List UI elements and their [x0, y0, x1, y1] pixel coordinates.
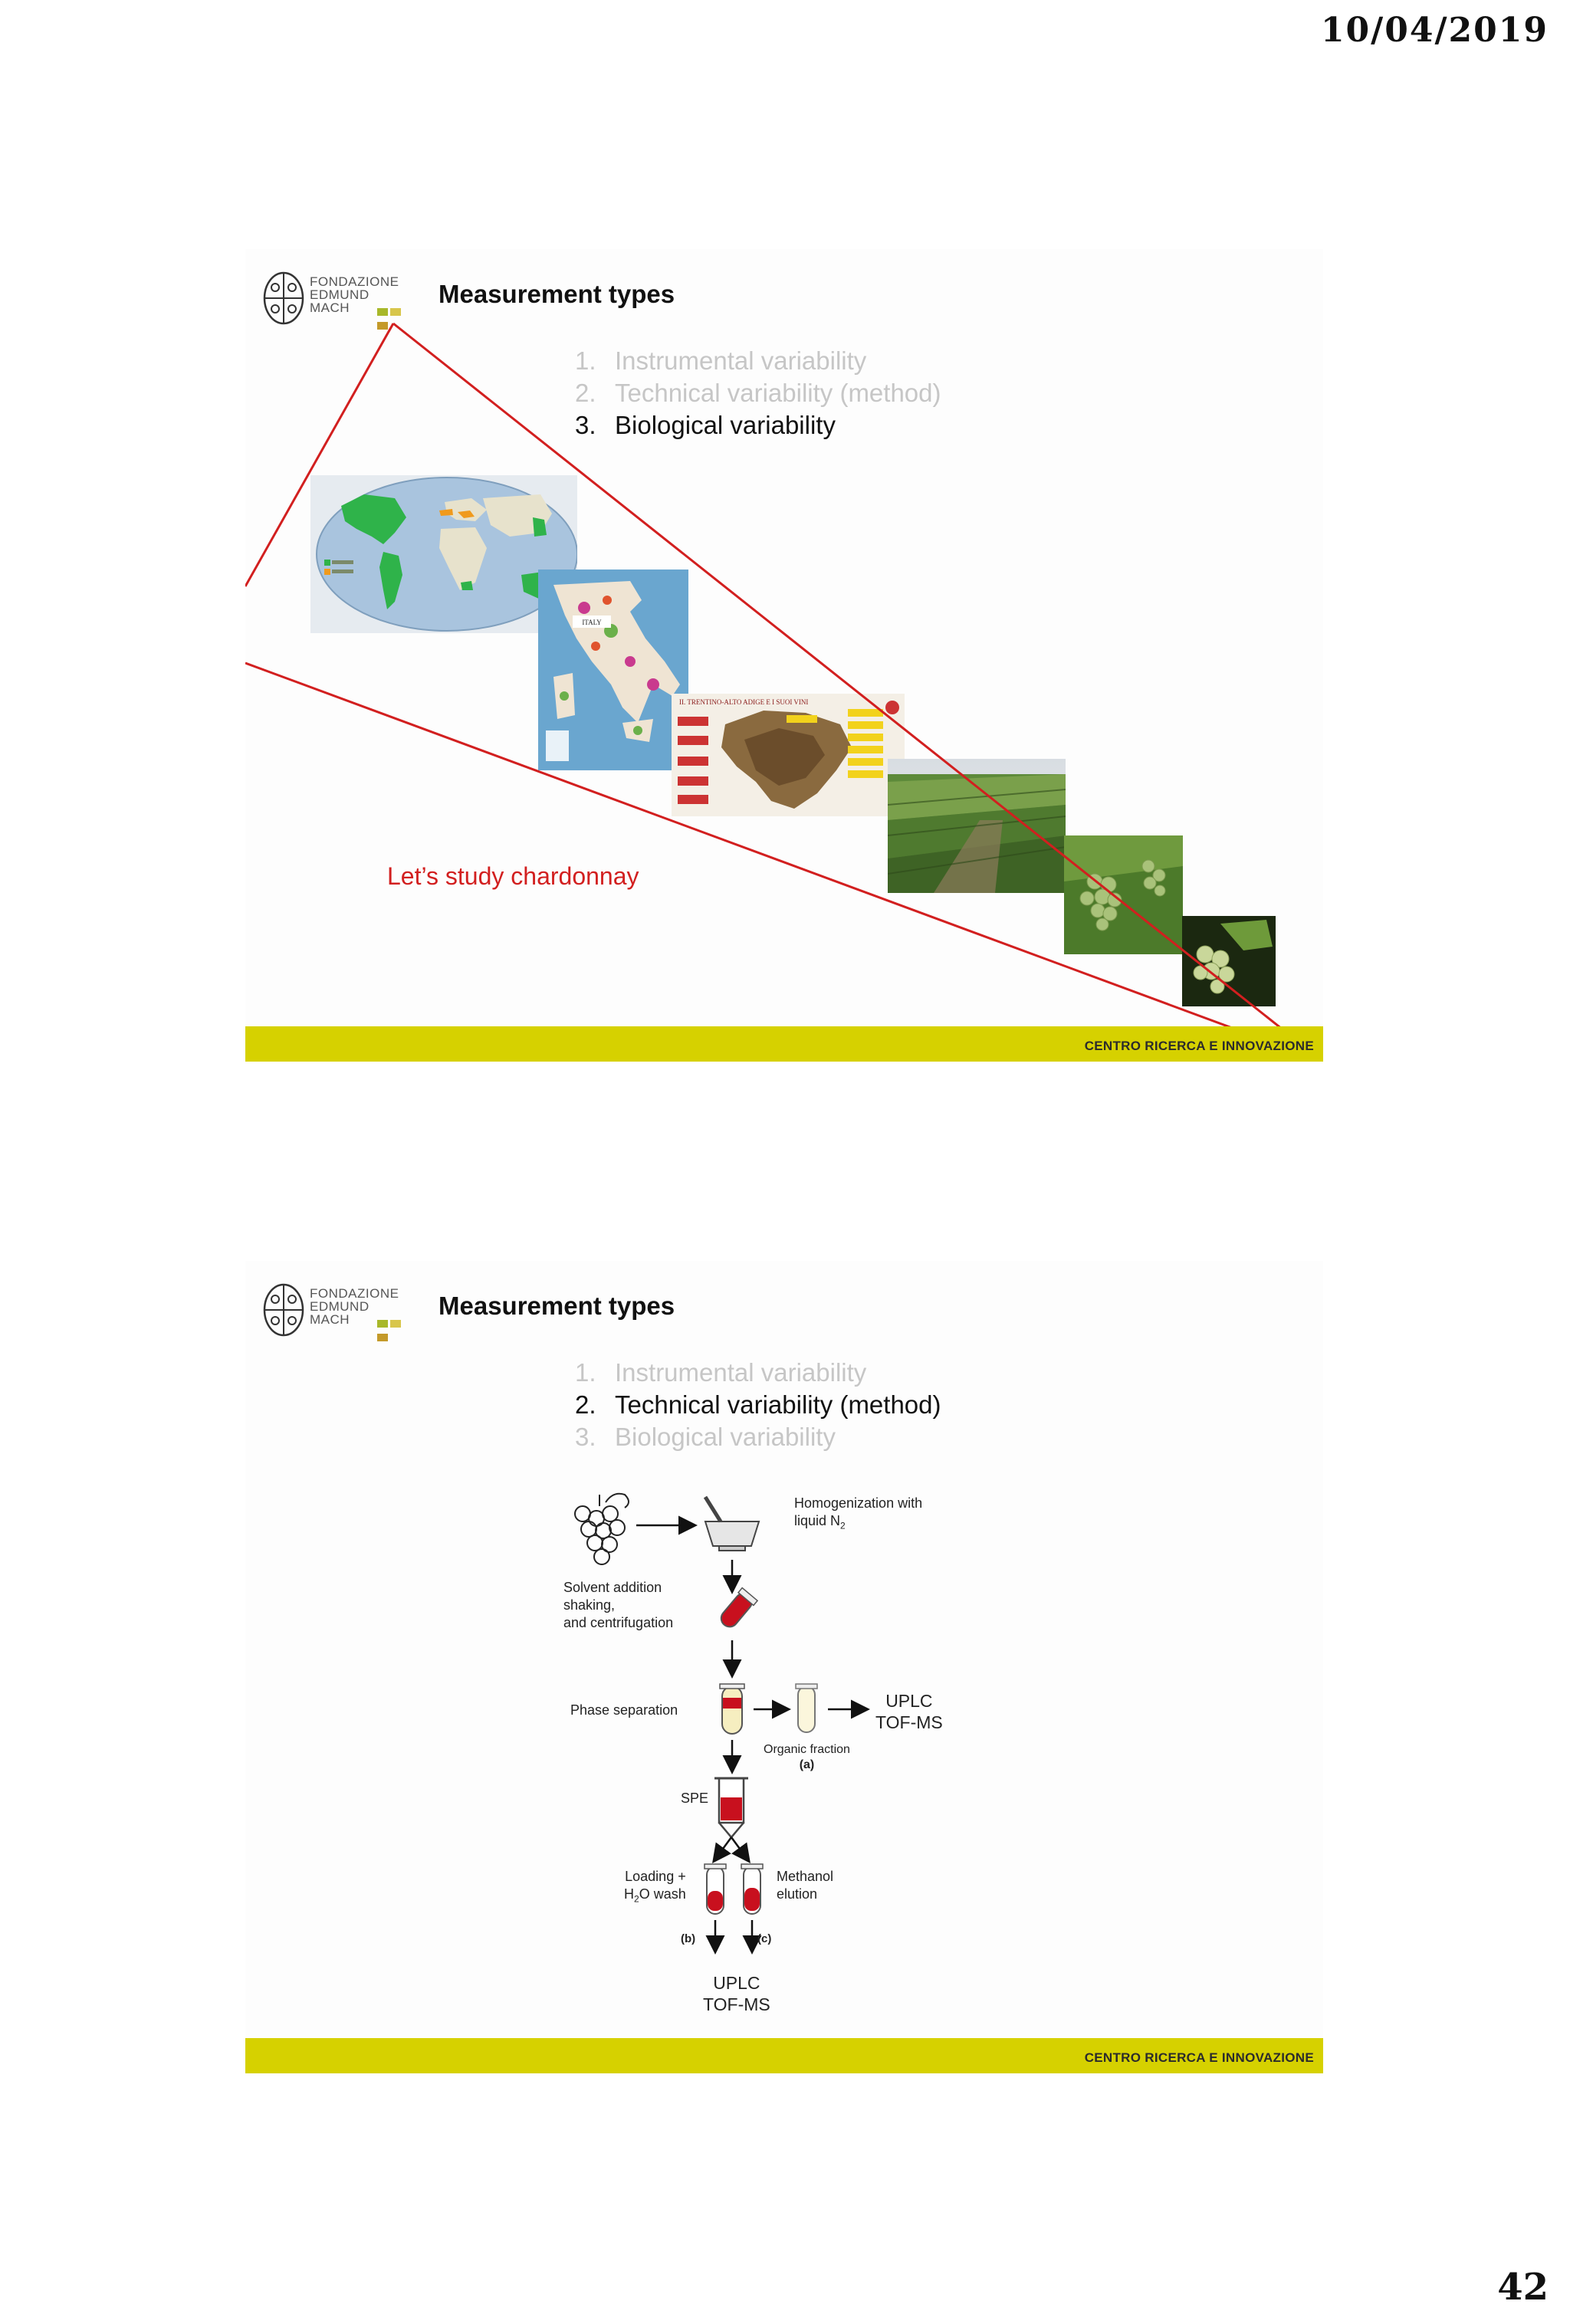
- slide-title: Measurement types: [438, 1292, 675, 1320]
- italy-wine-map-image: ITALY: [538, 570, 688, 770]
- label-b: (b): [681, 1932, 696, 1945]
- loading-wash-label: Loading + H2O wash: [624, 1869, 686, 1905]
- footer-text: CENTRO RICERCA E INNOVAZIONE: [1084, 2050, 1314, 2065]
- list-item: 1.Instrumental variability: [575, 346, 867, 375]
- footer-text: CENTRO RICERCA E INNOVAZIONE: [1084, 1039, 1314, 1053]
- uplc-tofms-label-bc: UPLC TOF-MS: [703, 1973, 770, 2014]
- italy-map-title: ITALY: [582, 619, 602, 626]
- logo-line-3: MACH: [310, 1312, 350, 1327]
- trentino-wine-map-image: II. TRENTINO-ALTO ADIGE E I SUOI VINI: [672, 694, 905, 816]
- list-item: 1.Instrumental variability: [575, 1358, 867, 1387]
- homogenization-label: Homogenization with liquid N2: [794, 1495, 923, 1531]
- measurement-list: 1.Instrumental variability 2.Technical v…: [575, 345, 941, 441]
- loading-tube-icon: [704, 1863, 727, 1915]
- organic-fraction-label: Organic fraction (a): [764, 1743, 850, 1771]
- organic-fraction-tube-icon: [795, 1683, 818, 1733]
- logo-line-2: EDMUND: [310, 287, 370, 302]
- uplc-tofms-label-a: UPLC TOF-MS: [875, 1691, 943, 1732]
- trentino-map-title: II. TRENTINO-ALTO ADIGE E I SUOI VINI: [679, 698, 808, 706]
- logo-line-2: EDMUND: [310, 1299, 370, 1314]
- list-item: 2.Technical variability (method): [575, 1390, 941, 1419]
- solvent-addition-label: Solvent addition shaking, and centrifuga…: [563, 1580, 674, 1630]
- footer-bar: CENTRO RICERCA E INNOVAZIONE: [245, 2038, 1323, 2073]
- slide-biological-variability: FONDAZIONE EDMUND MACH Measurement types…: [245, 249, 1323, 1062]
- centrifuge-tube-icon: [720, 1587, 759, 1628]
- fem-logo: FONDAZIONE EDMUND MACH: [262, 271, 415, 330]
- list-item: 2.Technical variability (method): [575, 379, 941, 407]
- phase-tube-icon: [719, 1683, 745, 1735]
- fem-seal-icon: [263, 1283, 304, 1337]
- measurement-list: 1.Instrumental variability 2.Technical v…: [575, 1357, 941, 1453]
- mortar-pestle-icon: [703, 1495, 760, 1551]
- slide-title: Measurement types: [438, 280, 675, 308]
- methanol-tube-icon: [741, 1863, 764, 1915]
- fem-seal-icon: [263, 271, 304, 325]
- methanol-elution-label: Methanol elution: [777, 1869, 834, 1902]
- vineyard-image: [888, 759, 1066, 893]
- slide-technical-variability: FONDAZIONE EDMUND MACH Measurement types…: [245, 1261, 1323, 2073]
- list-item: 3.Biological variability: [575, 1423, 836, 1451]
- funnel-annotation-lines: [245, 322, 1323, 1062]
- logo-line-3: MACH: [310, 300, 350, 315]
- grape-bunch-icon: [574, 1492, 629, 1565]
- page-number: 42: [1497, 2266, 1549, 2309]
- phase-separation-label: Phase separation: [570, 1702, 678, 1718]
- spe-cartridge-icon: [714, 1777, 748, 1839]
- logo-line-1: FONDAZIONE: [310, 274, 399, 289]
- logo-color-squares: [377, 1318, 415, 1345]
- label-c: (c): [757, 1932, 772, 1945]
- page-date: 10/04/2019: [1320, 11, 1549, 50]
- extraction-workflow-diagram: [574, 1492, 870, 1955]
- world-map-image: [310, 475, 577, 633]
- chardonnay-annotation: Let’s study chardonnay: [387, 862, 639, 890]
- list-item: 3.Biological variability: [575, 411, 836, 439]
- spe-label: SPE: [681, 1791, 709, 1806]
- fem-logo: FONDAZIONE EDMUND MACH: [262, 1282, 415, 1341]
- logo-line-1: FONDAZIONE: [310, 1286, 399, 1301]
- logo-color-squares: [377, 306, 415, 333]
- footer-bar: CENTRO RICERCA E INNOVAZIONE: [245, 1026, 1323, 1062]
